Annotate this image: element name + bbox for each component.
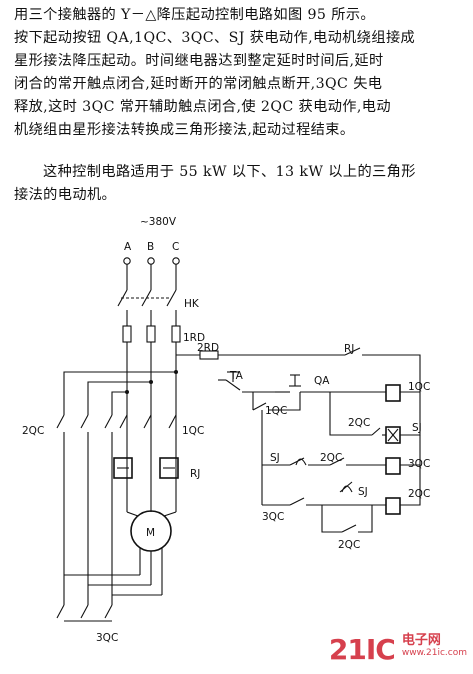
1qc-contact-label: 1QC (265, 405, 287, 417)
supply-label: ~380V (140, 216, 177, 228)
rj-heater-label: RJ (190, 468, 200, 480)
sj-contact-a-label: SJ (270, 452, 280, 464)
body-paragraph-1: 用三个接触器的 Y－△降压起动控制电路如图 95 所示。 按下起动按钮 QA,1… (14, 4, 464, 142)
power-bus (63, 342, 178, 512)
1qc-coil-label: 1QC (408, 381, 430, 393)
body-paragraph-2: 这种控制电路适用于 55 kW 以下、13 kW 以上的三角形 接法的电动机。 (14, 161, 464, 207)
start-button-label: QA (314, 375, 330, 387)
fuses-1rd (122, 325, 181, 343)
watermark-logo: 21IC 电子网 www.21ic.com (329, 633, 467, 666)
text-line: 接法的电动机。 (14, 187, 117, 203)
2rd-label: 2RD (197, 342, 219, 354)
supply-lines (126, 264, 177, 290)
1qc-main-contacts (119, 414, 177, 429)
text-line: 星形接法降压起动。时间继电器达到整定延时时间后,延时 (14, 53, 384, 69)
terminal-c (172, 257, 180, 265)
control-circuit (176, 347, 421, 533)
terminal-b (147, 257, 155, 265)
text-line: 机绕组由星形接法转换成三角形接法,起动过程结束。 (14, 122, 355, 138)
text-line: 释放,这时 3QC 常开辅助触点闭合,使 2QC 获电动作,电动 (14, 99, 391, 115)
phase-b-label: B (147, 241, 154, 253)
2qc-main-contacts (56, 414, 113, 595)
3qc-coil-label: 3QC (408, 458, 430, 470)
watermark-cn: 电子网 (401, 633, 441, 648)
motor (64, 510, 177, 596)
sj-coil-label: SJ (412, 422, 422, 434)
1qc-main-label: 1QC (182, 425, 204, 437)
3qc-star-label: 3QC (96, 632, 118, 644)
3qc-star-contacts (56, 575, 113, 622)
2qc-hold-label: 2QC (320, 452, 342, 464)
3qc-aux-label: 3QC (262, 511, 284, 523)
1rd-label: 1RD (183, 332, 205, 344)
phase-c-label: C (172, 241, 179, 253)
rj-heaters (113, 457, 179, 479)
knife-switch-hk (117, 289, 177, 326)
text-line: 按下起动按钮 QA,1QC、3QC、SJ 获电动作,电动机绕组接成 (14, 30, 416, 46)
sj-contact-b-label: SJ (358, 486, 368, 498)
text-line: 用三个接触器的 Y－△降压起动控制电路如图 95 所示。 (14, 7, 375, 23)
stop-button-label: TA (229, 370, 244, 382)
phase-a-label: A (124, 241, 132, 253)
2qc-interlock-label: 2QC (348, 417, 370, 429)
2qc-main-label: 2QC (22, 425, 44, 437)
watermark-side: 电子网 www.21ic.com (402, 633, 467, 659)
terminal-a (123, 257, 131, 265)
text-line: 闭合的常开触点闭合,延时断开的常闭触点断开,3QC 失电 (14, 76, 383, 92)
hk-label: HK (184, 298, 200, 310)
watermark-main: 21IC (328, 633, 396, 666)
2qc-coil-label: 2QC (408, 488, 430, 500)
text-line: 这种控制电路适用于 55 kW 以下、13 kW 以上的三角形 (43, 164, 416, 180)
2qc-ctrl-label: 2QC (338, 539, 360, 551)
watermark-url: www.21ic.com (401, 648, 467, 658)
motor-label: M (146, 527, 155, 539)
rj-contact-label: RJ (344, 343, 354, 355)
